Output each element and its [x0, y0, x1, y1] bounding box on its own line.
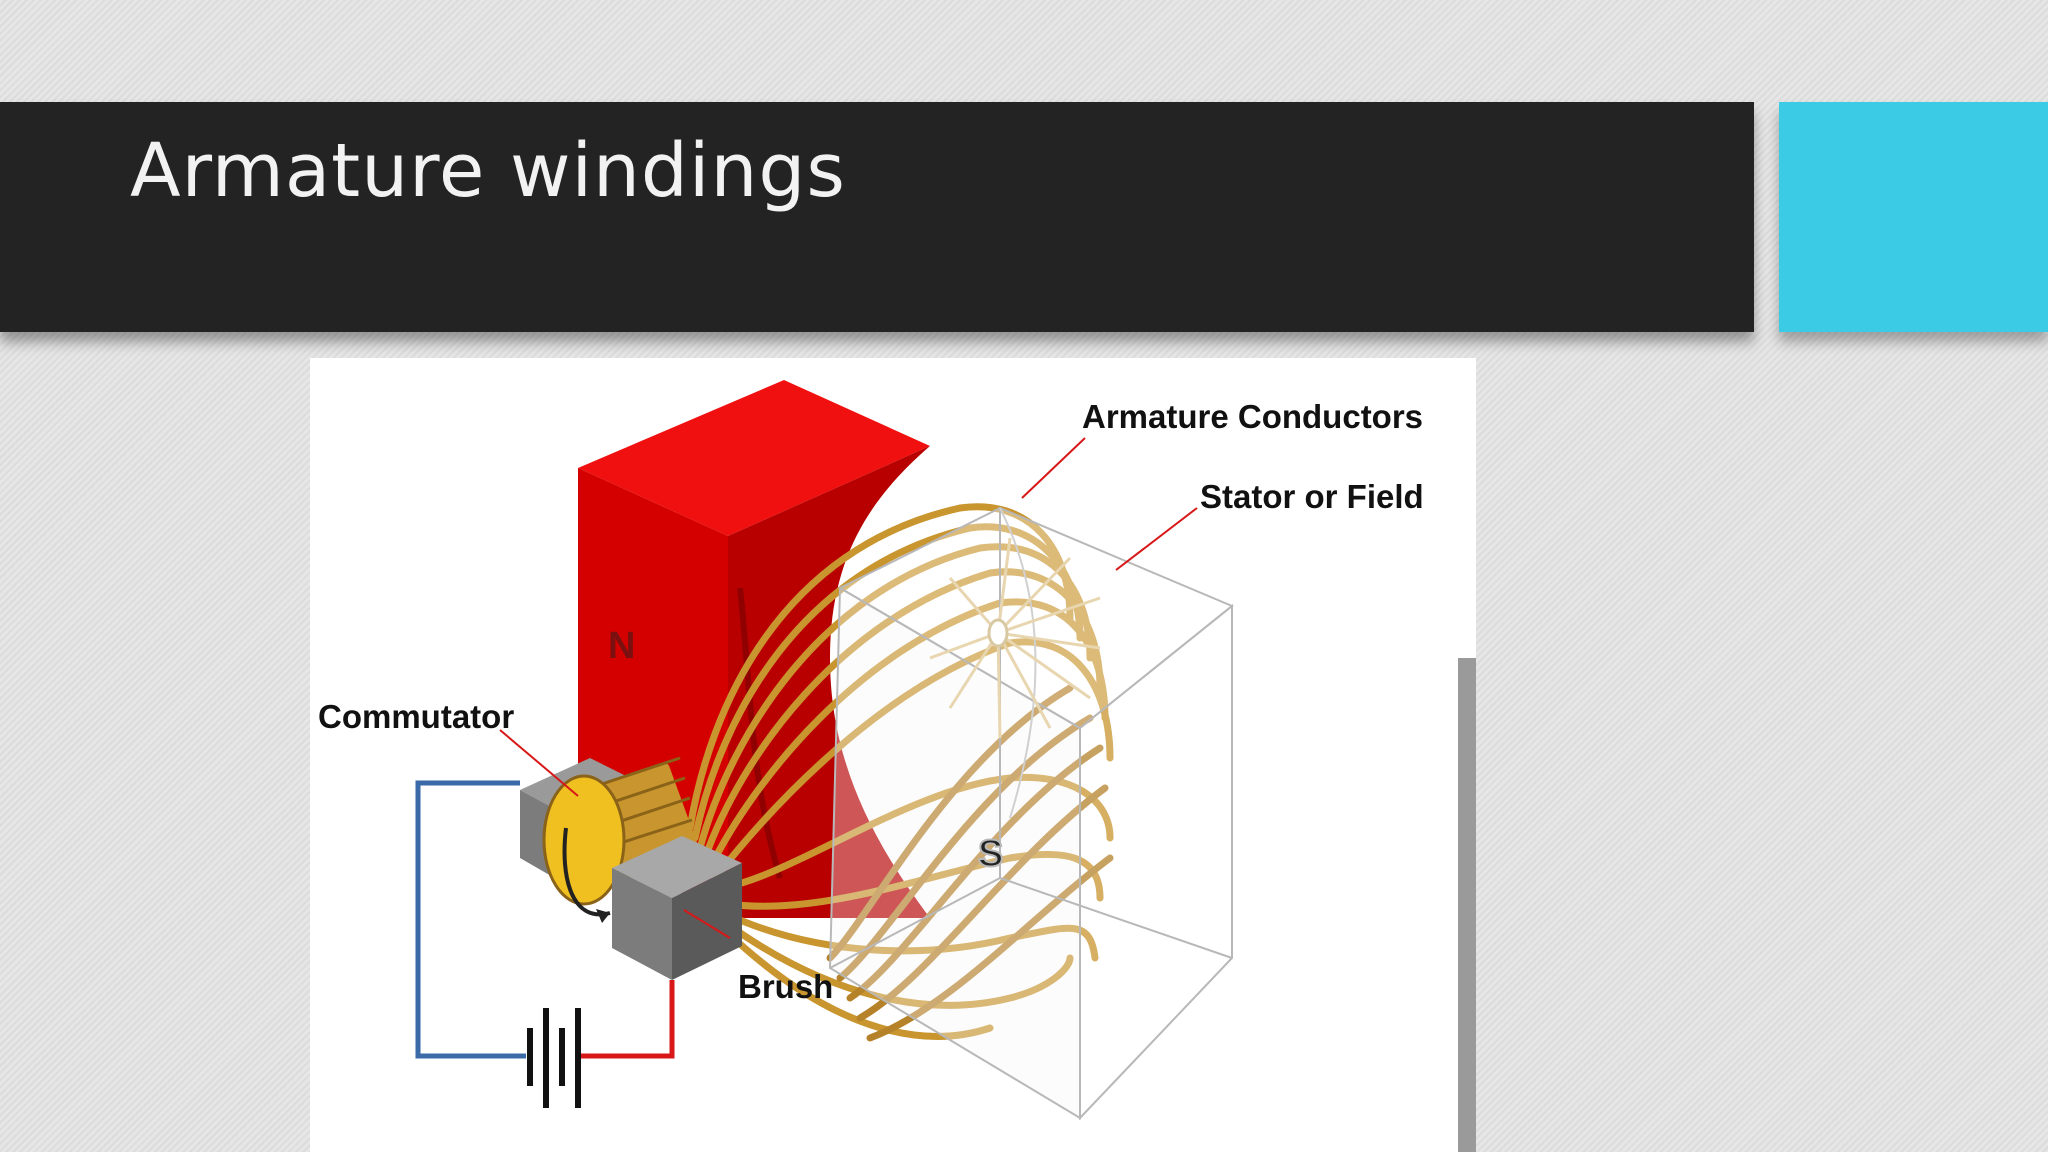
- brush-label: Brush: [738, 968, 833, 1005]
- accent-block: [1779, 102, 2048, 332]
- north-pole-label: N: [608, 625, 635, 667]
- leader-lines: [499, 437, 1198, 939]
- diagram-svg: N: [318, 380, 1476, 1152]
- armature-core-spokes: [929, 537, 1101, 739]
- slide-title: Armature windings: [130, 128, 846, 214]
- south-stator-box: S: [828, 506, 1234, 1121]
- frame-edge: [1458, 658, 1476, 1152]
- external-circuit: [415, 780, 675, 1059]
- dc-motor-diagram: N: [310, 358, 1476, 1152]
- armature-conductors-label: Armature Conductors: [1082, 398, 1423, 435]
- stator-or-field-label: Stator or Field: [1200, 478, 1424, 515]
- battery-icon: [527, 1008, 581, 1108]
- south-pole-label: S: [978, 833, 1003, 875]
- brush-bottom: [612, 836, 742, 980]
- commutator-label: Commutator: [318, 698, 514, 735]
- title-bar: [0, 102, 1754, 332]
